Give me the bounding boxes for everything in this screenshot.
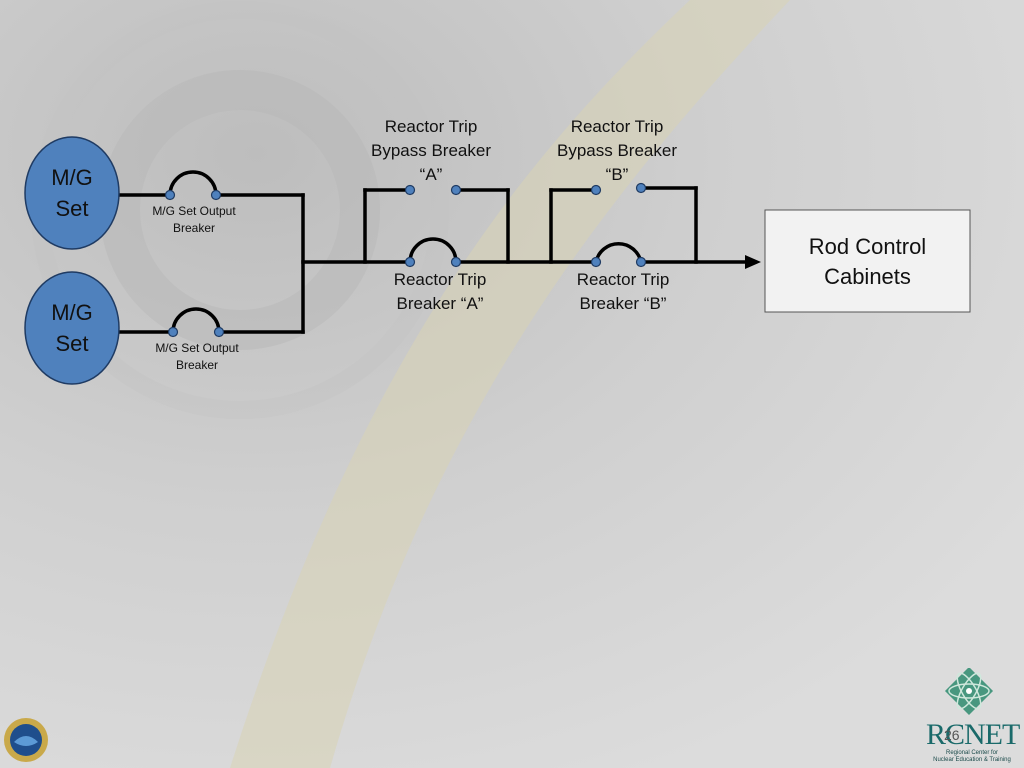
rod-control-box	[764, 209, 971, 313]
output-breaker-2-contact-right	[213, 326, 225, 338]
rcnet-logo-subtitle: Regional Center for Nuclear Education & …	[933, 750, 1011, 763]
mg-set-1-label: M/G Set	[51, 165, 93, 221]
trip-breaker-b-arc	[593, 242, 644, 265]
mg-set-1-circle	[24, 136, 120, 250]
output-breaker-1-contact-left	[164, 189, 176, 201]
output-breaker-1-label: M/G Set Output Breaker	[152, 204, 236, 235]
rcnet-logo-text: RCNET	[926, 718, 1020, 751]
trip-a-contact-right	[450, 256, 462, 268]
trip-breaker-a-label: Reactor Trip Breaker “A”	[393, 270, 487, 313]
trip-a-contact-left	[404, 256, 416, 268]
mg-set-2-label: M/G Set	[51, 300, 93, 356]
output-breaker-1-contact-right	[210, 189, 222, 201]
arrow-head	[745, 255, 761, 269]
trip-breaker-a-arc	[408, 237, 458, 264]
rod-control-label: Rod Control Cabinets	[808, 234, 927, 289]
bypass-breaker-b-label: Reactor Trip Bypass Breaker “B”	[557, 117, 677, 184]
nsf-logo-icon	[4, 718, 48, 762]
trip-b-contact-right	[635, 256, 647, 268]
output-breaker-2-arc	[171, 307, 221, 334]
bypass-b-contact-right	[635, 182, 647, 194]
trip-breaker-b-label: Reactor Trip Breaker “B”	[576, 270, 670, 313]
bypass-breaker-a-label: Reactor Trip Bypass Breaker “A”	[371, 117, 491, 184]
output-breaker-2-contact-left	[167, 326, 179, 338]
bypass-b-contact-left	[590, 184, 602, 196]
bypass-a-contact-right	[450, 184, 462, 196]
trip-b-contact-left	[590, 256, 602, 268]
output-breaker-2-label: M/G Set Output Breaker	[155, 341, 239, 372]
page-number: 26	[944, 727, 960, 743]
output-breaker-1-arc	[168, 170, 218, 197]
mg-set-2-circle	[24, 271, 120, 385]
rcnet-atom-logo-icon	[944, 668, 994, 716]
bypass-a-contact-left	[404, 184, 416, 196]
